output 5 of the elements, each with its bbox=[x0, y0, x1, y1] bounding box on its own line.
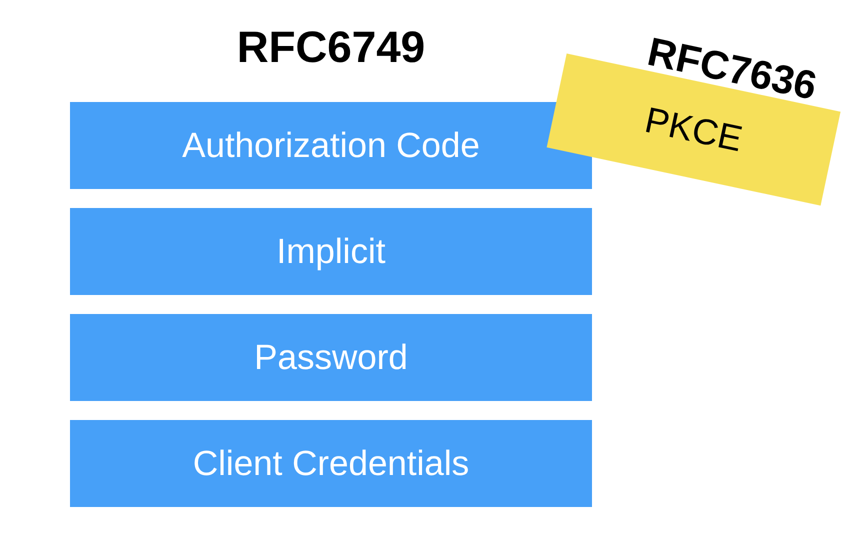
grant-type-box: Implicit bbox=[70, 208, 592, 295]
grant-type-box: Client Credentials bbox=[70, 420, 592, 507]
grant-type-box: Password bbox=[70, 314, 592, 401]
grant-type-box: Authorization Code bbox=[70, 102, 592, 189]
heading: RFC6749 bbox=[236, 22, 426, 74]
